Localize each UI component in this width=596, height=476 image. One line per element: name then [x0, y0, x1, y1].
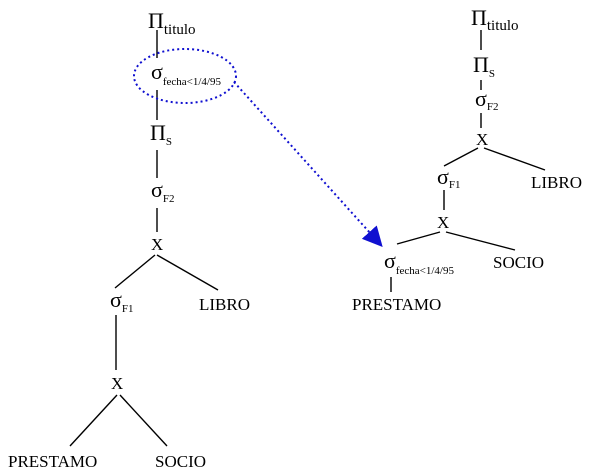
- pi-symbol: Π: [471, 5, 487, 30]
- right-sigma-f2-node: σF2: [475, 86, 498, 113]
- right-edge-product-sigma-f1: [443, 147, 479, 167]
- right-socio-node: SOCIO: [493, 253, 544, 272]
- right-edge-product-socio: [445, 231, 516, 251]
- sigma-f1-subscript: F1: [122, 303, 134, 315]
- left-pi-s-node: ΠS: [150, 120, 172, 148]
- right-pi-titulo-node: Πtitulo: [471, 5, 519, 34]
- right-product-bottom-node: X: [437, 213, 449, 232]
- pi-s-subscript: S: [489, 68, 495, 80]
- right-libro-node: LIBRO: [531, 173, 582, 192]
- sigma-symbol: σ: [437, 164, 449, 189]
- left-pi-titulo-node: Πtitulo: [148, 8, 196, 38]
- right-tree: Πtitulo ΠS σF2 X σF1 LIBRO X SOCIO σfech…: [352, 5, 582, 314]
- pi-symbol: Π: [150, 120, 166, 145]
- right-prestamo-node: PRESTAMO: [352, 295, 441, 314]
- left-product-top-node: X: [151, 235, 163, 254]
- sigma-symbol: σ: [475, 86, 487, 111]
- pi-s-subscript: S: [166, 136, 172, 148]
- sigma-f1-subscript: F1: [449, 179, 461, 191]
- left-product-bottom-node: X: [111, 374, 123, 393]
- left-sigma-f1-node: σF1: [110, 287, 133, 315]
- pi-titulo-subscript: titulo: [164, 22, 196, 38]
- left-prestamo-node: PRESTAMO: [8, 452, 97, 471]
- pi-symbol: Π: [473, 52, 489, 77]
- sigma-f2-subscript: F2: [487, 101, 499, 113]
- left-tree: Πtitulo σfecha<1/4/95 ΠS σF2 X σF1 LIBRO…: [8, 8, 250, 471]
- left-edge-product-socio: [119, 394, 168, 447]
- left-edge-product-libro: [156, 254, 219, 291]
- left-socio-node: SOCIO: [155, 452, 206, 471]
- sigma-f2-subscript: F2: [163, 193, 175, 205]
- sigma-symbol: σ: [151, 177, 163, 202]
- right-sigma-f1-node: σF1: [437, 164, 460, 191]
- left-sigma-fecha-node: σfecha<1/4/95: [151, 59, 221, 88]
- sigma-symbol: σ: [151, 59, 163, 84]
- right-edge-product-sigma-fecha: [396, 231, 441, 245]
- right-product-top-node: X: [476, 130, 488, 149]
- right-edge-product-libro: [483, 147, 546, 171]
- left-libro-node: LIBRO: [199, 295, 250, 314]
- sigma-symbol: σ: [384, 248, 396, 273]
- pi-symbol: Π: [148, 8, 164, 33]
- pi-titulo-subscript: titulo: [487, 18, 519, 34]
- sigma-symbol: σ: [110, 287, 122, 312]
- left-edge-product-sigma-f1: [114, 254, 156, 289]
- left-sigma-f2-node: σF2: [151, 177, 174, 205]
- right-pi-s-node: ΠS: [473, 52, 495, 80]
- sigma-fecha-subscript: fecha<1/4/95: [396, 265, 455, 277]
- highlight-ellipse: [133, 48, 237, 104]
- right-sigma-fecha-node: σfecha<1/4/95: [384, 248, 454, 277]
- sigma-fecha-subscript: fecha<1/4/95: [163, 76, 222, 88]
- move-selection-arrow: [233, 81, 383, 247]
- left-edge-product-prestamo: [69, 394, 118, 447]
